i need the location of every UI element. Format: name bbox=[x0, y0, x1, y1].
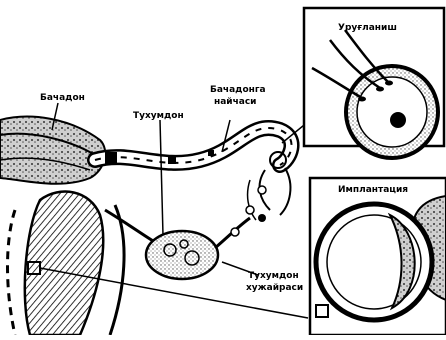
ovary bbox=[105, 210, 250, 279]
uterine-cavity bbox=[8, 192, 125, 335]
implantation-inset bbox=[310, 178, 446, 335]
label-uterus: Бачадон bbox=[40, 93, 85, 103]
label-tube-line1: Бачадонга bbox=[210, 85, 266, 95]
label-fertilization: Уруғланиш bbox=[338, 23, 397, 33]
label-ovary: Тухумдон bbox=[133, 111, 184, 121]
label-tube-line2: найчаси bbox=[214, 97, 257, 107]
label-oviduct-line1: Тухумдон bbox=[248, 271, 299, 281]
fallopian-tube bbox=[95, 128, 292, 165]
label-oviduct-line2: хужайраси bbox=[246, 283, 303, 293]
label-implantation: Имплантация bbox=[338, 185, 408, 195]
ovum-path bbox=[231, 186, 266, 236]
